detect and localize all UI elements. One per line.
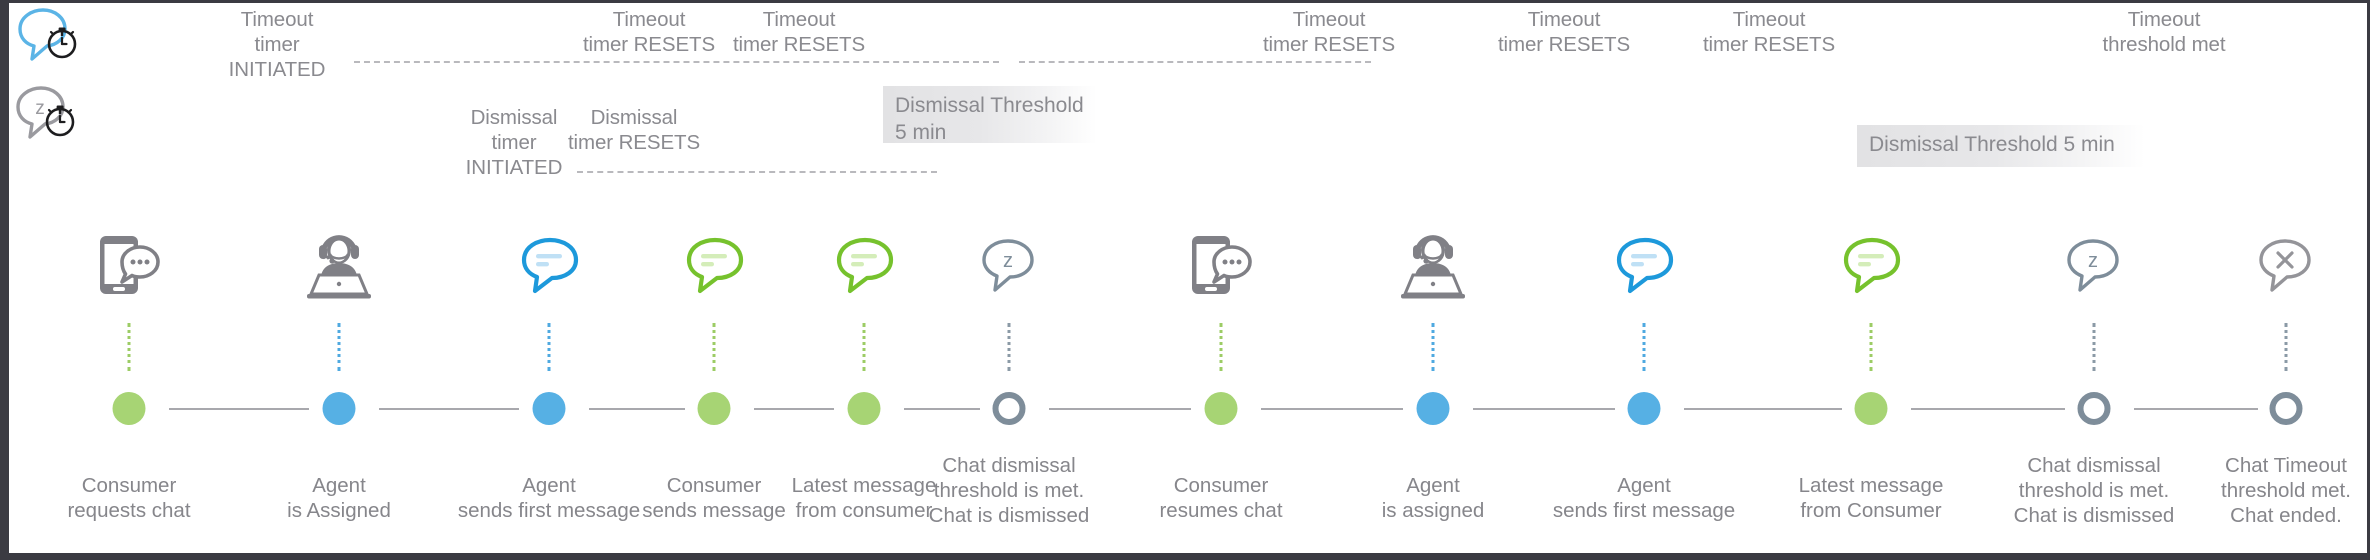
timeline-step[interactable]: Consumer requests chat: [14, 3, 244, 560]
step-caption: Consumer resumes chat: [1159, 474, 1283, 522]
step-dotted-connector: [1007, 323, 1011, 371]
timeline-step[interactable]: Latest message from consumer: [749, 3, 979, 560]
step-dotted-connector: [337, 323, 341, 371]
step-dotted-connector: [1431, 323, 1435, 371]
timeline-steps-layer: Consumer requests chat Agent is Assigned…: [9, 3, 2367, 553]
step-dotted-connector: [1869, 323, 1873, 371]
step-caption: Agent is Assigned: [287, 474, 391, 522]
step-dotted-connector: [2092, 323, 2096, 371]
timeline-axis-segment: [1261, 408, 1403, 410]
step-dotted-connector: [1642, 323, 1646, 371]
svg-text:z: z: [2088, 250, 2098, 272]
timeout-timer-label: Timeout timer RESETS: [582, 8, 716, 56]
timer-dash-lines-layer: [9, 3, 2367, 553]
agent-headset-laptop-icon: [297, 231, 381, 303]
timeline-axis-segment: [169, 408, 309, 410]
step-caption: Consumer sends message: [642, 474, 786, 522]
phone-chat-icon: [1179, 231, 1263, 303]
close-bubble-icon: [2244, 231, 2328, 303]
step-dotted-connector: [712, 323, 716, 371]
step-caption: Latest message from consumer: [791, 474, 937, 522]
timeline-step[interactable]: Latest message from Consumer: [1756, 3, 1986, 560]
timeline-axis-segment: [379, 408, 519, 410]
step-caption: Agent sends first message: [457, 474, 641, 522]
timeline-axis-segment: [1684, 408, 1842, 410]
sleep-bubble-icon: z: [2052, 231, 2136, 303]
timeline-node-dot[interactable]: [992, 392, 1026, 425]
timeline-axis-segment: [904, 408, 980, 410]
timeline-node-dot[interactable]: [1416, 392, 1450, 425]
dismissal-timer-label: Dismissal timer INITIATED: [465, 106, 563, 179]
timeline-node-dot[interactable]: [1204, 392, 1238, 425]
agent-headset-laptop-icon: [1391, 231, 1475, 303]
dismissal-timer-legend-icon: z: [13, 85, 81, 148]
timeline-node-dot[interactable]: [322, 392, 356, 425]
svg-text:z: z: [35, 98, 45, 119]
green-message-bubble-icon: [1829, 231, 1913, 303]
timeline-axis-segment: [754, 408, 834, 410]
dismissal-timer-label: Dismissal timer RESETS: [567, 106, 701, 154]
timeline-node-dot[interactable]: [847, 392, 881, 425]
timeout-timer-legend-icon: [15, 7, 83, 70]
step-dotted-connector: [1219, 323, 1223, 371]
timer-dash-line: [577, 171, 937, 173]
svg-text:z: z: [1003, 250, 1013, 272]
timeline-step[interactable]: z Chat dismissal threshold is met. Chat …: [1979, 3, 2209, 560]
timeline-step[interactable]: Agent sends first message: [1529, 3, 1759, 560]
timeline-node-dot[interactable]: [697, 392, 731, 425]
timeline-axis-layer: [9, 3, 2367, 553]
timeline-node-dot[interactable]: [112, 392, 146, 425]
step-caption: Chat dismissal threshold is met. Chat is…: [928, 454, 1090, 527]
timeline-step[interactable]: Consumer resumes chat: [1106, 3, 1336, 560]
step-dotted-connector: [127, 323, 131, 371]
timeline-step[interactable]: Agent is Assigned: [224, 3, 454, 560]
step-dotted-connector: [2284, 323, 2288, 371]
blue-message-bubble-icon: [507, 231, 591, 303]
timeout-timer-label: Timeout timer INITIATED: [228, 8, 326, 81]
timeline-axis-segment: [1049, 408, 1191, 410]
dismissal-threshold-badge: Dismissal Threshold 5 min: [1857, 125, 2145, 167]
green-message-bubble-icon: [672, 231, 756, 303]
timeline-axis-segment: [2134, 408, 2258, 410]
timeline-step[interactable]: Agent is assigned: [1318, 3, 1548, 560]
timer-dash-line: [1019, 61, 1371, 63]
step-caption: Agent is assigned: [1381, 474, 1485, 522]
timeline-node-dot[interactable]: [2269, 392, 2303, 425]
phone-chat-icon: [87, 231, 171, 303]
timeout-timer-label: Timeout timer RESETS: [1497, 8, 1631, 56]
timeline-node-dot[interactable]: [532, 392, 566, 425]
blue-message-bubble-icon: [1602, 231, 1686, 303]
timeline-node-dot[interactable]: [1854, 392, 1888, 425]
timeout-timer-label: Timeout timer RESETS: [1262, 8, 1396, 56]
step-caption: Consumer requests chat: [67, 474, 191, 522]
step-caption: Latest message from Consumer: [1798, 474, 1944, 522]
timeline-step[interactable]: Chat Timeout threshold met. Chat ended.: [2171, 3, 2370, 560]
dismissal-threshold-badge: Dismissal Threshold 5 min: [883, 86, 1097, 144]
step-dotted-connector: [862, 323, 866, 371]
timeline-step[interactable]: Agent sends first message: [434, 3, 664, 560]
timeline-step[interactable]: z Chat dismissal threshold is met. Chat …: [894, 3, 1124, 560]
timeout-timer-label: Timeout timer RESETS: [1702, 8, 1836, 56]
timeline-axis-segment: [589, 408, 685, 410]
timeline-axis-segment: [1473, 408, 1615, 410]
timeout-timer-label: Timeout timer RESETS: [732, 8, 866, 56]
green-message-bubble-icon: [822, 231, 906, 303]
timeout-labels-layer: Timeout timer INITIATED Timeout timer RES…: [9, 3, 2367, 553]
sleep-bubble-icon: z: [967, 231, 1051, 303]
step-caption: Chat dismissal threshold is met. Chat is…: [2013, 454, 2175, 527]
timeline-axis-segment: [1911, 408, 2065, 410]
timer-dash-line: [354, 61, 999, 63]
timeline-step[interactable]: Consumer sends message: [599, 3, 829, 560]
timeout-timer-label: Timeout threshold met: [2102, 8, 2226, 56]
step-caption: Agent sends first message: [1552, 474, 1736, 522]
step-dotted-connector: [547, 323, 551, 371]
timeline-node-dot[interactable]: [1627, 392, 1661, 425]
timeline-node-dot[interactable]: [2077, 392, 2111, 425]
step-caption: Chat Timeout threshold met. Chat ended.: [2221, 454, 2351, 527]
